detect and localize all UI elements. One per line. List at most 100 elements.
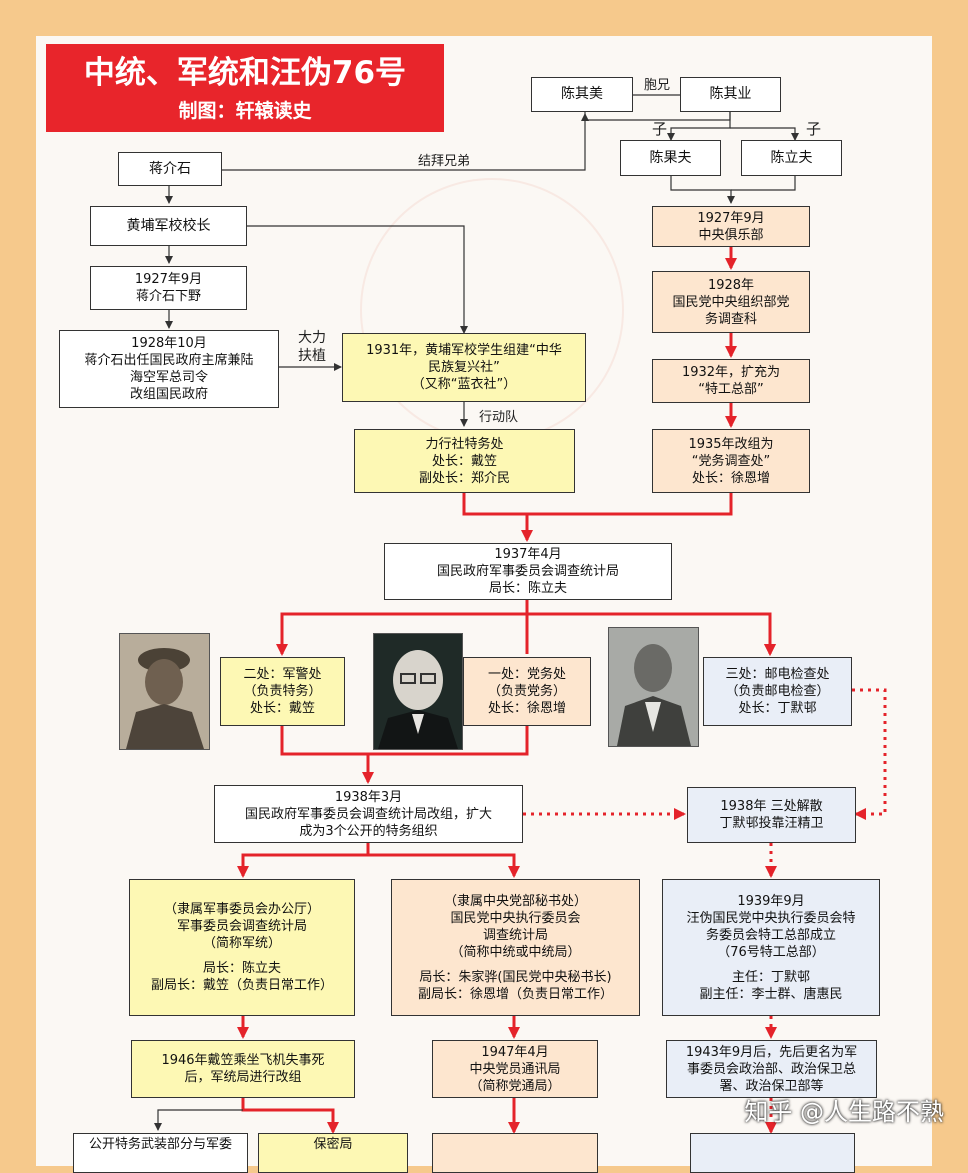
node-line: 力行社特务处 (425, 436, 504, 452)
node-line: 一处：党务处 (487, 667, 566, 682)
node-section-3: 三处：邮电检查处 （负责邮电检查） 处长：丁默邨 (703, 657, 852, 726)
node-line: 保密局 (313, 1137, 353, 1152)
node-line: 二处：军警处 (243, 667, 322, 682)
node-line: 副局长：徐恩增（负责日常工作） (417, 986, 613, 1002)
node-line: 军事委员会调查统计局 (176, 919, 307, 934)
node-line: 局长：朱家骅(国民党中央秘书长) (419, 969, 612, 985)
node-huangpu-principal: 黄埔军校校长 (90, 206, 247, 246)
node-bottom-baomiju-partial: 保密局 (258, 1133, 408, 1173)
node-juntong: （隶属军事委员会办公厅）军事委员会调查统计局（简称军统）局长：陈立夫副局长：戴笠… (129, 879, 355, 1016)
dali-label-2: 扶植 (298, 348, 326, 364)
node-line: “党务调查处” (691, 453, 771, 469)
node-bottom-blue-partial (690, 1133, 855, 1173)
son-label-left: 子 (652, 120, 668, 138)
node-line: 1927年9月 (134, 272, 203, 287)
node-line: 海空军总司令 (129, 370, 208, 385)
node-1928-chiang-chairman: 1928年10月蒋介石出任国民政府主席兼陆海空军总司令改组国民政府 (59, 330, 279, 408)
node-line: 副处长：郑介民 (418, 470, 510, 486)
seal-watermark (360, 178, 624, 442)
node-bottom-left-partial: 公开特务武装部分与军委 (73, 1133, 248, 1173)
node-line: （隶属中央党部秘书处） (443, 893, 587, 909)
xingdongdui-label: 行动队 (479, 410, 519, 425)
node-line: （隶属军事委员会办公厅） (163, 902, 320, 917)
node-1946-dai-li-death: 1946年戴笠乘坐飞机失事死后，军统局进行改组 (131, 1040, 355, 1098)
node-lixingshe-special: 力行社特务处处长：戴笠副处长：郑介民 (354, 429, 575, 493)
node-line: （负责邮电检查） (725, 684, 830, 699)
node-line: 后，军统局进行改组 (184, 1070, 302, 1085)
node-line: 民族复兴社” (428, 360, 500, 375)
node-line: 改组国民政府 (129, 387, 208, 402)
son-label-right: 子 (806, 120, 822, 138)
node-line: （简称中统或中统局） (450, 944, 581, 960)
source-watermark: 知乎 @人生路不熟 (744, 1098, 944, 1126)
node-1927-chiang-resign: 1927年9月蒋介石下野 (90, 266, 247, 310)
node-line: 成为3个公开的特务组织 (299, 823, 438, 839)
node-line: 处长：戴笠 (249, 701, 315, 716)
node-line: 国民政府军事委员会调查统计局 (436, 564, 619, 579)
node-line: 陈其美 (561, 86, 603, 102)
node-line: 1946年戴笠乘坐飞机失事死 (161, 1053, 325, 1068)
node-1939-76-headquarters: 1939年9月汪伪国民党中央执行委员会特务委员会特工总部成立（76号特工总部）主… (662, 879, 880, 1016)
node-line: 主任：丁默邨 (731, 969, 810, 985)
node-line: 中央党员通讯局 (469, 1061, 561, 1077)
node-1938-section3-dissolved: 1938年 三处解散丁默邨投靠汪精卫 (687, 787, 856, 843)
node-line: 中央俱乐部 (698, 227, 764, 243)
node-1947-dangtongju: 1947年4月中央党员通讯局（简称党通局） (432, 1040, 598, 1098)
node-chen-qiye: 陈其业 (680, 77, 781, 112)
node-chen-guofu: 陈果夫 (620, 140, 721, 176)
node-line: 1939年9月 (737, 893, 805, 909)
node-line: 蒋介石出任国民政府主席兼陆 (84, 353, 254, 368)
node-line: 蒋介石下野 (135, 289, 201, 304)
node-line: （简称党通局） (469, 1078, 561, 1094)
node-line: 1932年，扩充为 (681, 365, 781, 380)
node-line: 1937年4月 (494, 547, 562, 562)
node-line: 国民党中央执行委员会 (450, 910, 581, 926)
node-section-2: 二处：军警处（负责特务）处长：戴笠 (220, 657, 345, 726)
node-line: 1928年 (707, 277, 755, 293)
node-1928-investigation-section: 1928年国民党中央组织部党务调查科 (652, 271, 810, 333)
node-line: 三处：邮电检查处 (725, 667, 830, 682)
node-line: 局长：陈立夫 (488, 581, 567, 596)
node-line: （又称“蓝衣社”） (411, 377, 517, 392)
node-line: 1927年9月 (697, 210, 765, 226)
node-line: 蒋介石 (149, 160, 191, 177)
node-line: 1935年改组为 (688, 436, 774, 452)
node-1943-renamed: 1943年9月后，先后更名为军事委员会政治部、政治保卫总署、政治保卫部等 (666, 1040, 877, 1098)
node-line: 局长：陈立夫 (202, 961, 281, 976)
node-line: 公开特务武装部分与军委 (88, 1137, 232, 1152)
node-line: “特工总部” (698, 382, 764, 397)
node-1938-reorganization: 1938年3月国民政府军事委员会调查统计局改组，扩大成为3个公开的特务组织 (214, 785, 523, 843)
node-line: 丁默邨投靠汪精卫 (719, 816, 824, 831)
node-line: 国民党中央组织部党 (672, 294, 790, 310)
node-1935-dangwu: 1935年改组为“党务调查处”处长：徐恩增 (652, 429, 810, 493)
node-line: 陈立夫 (770, 149, 813, 166)
node-line: 署、政治保卫部等 (719, 1078, 824, 1094)
node-line: 1928年10月 (131, 336, 207, 351)
node-central-club: 1927年9月中央俱乐部 (652, 206, 810, 247)
node-1937-bureau: 1937年4月国民政府军事委员会调查统计局局长：陈立夫 (384, 543, 672, 600)
node-line: 处长：丁默邨 (738, 701, 817, 716)
node-line: 国民政府军事委员会调查统计局改组，扩大 (244, 806, 492, 822)
node-bottom-orange-partial (432, 1133, 598, 1173)
node-line: 处长：戴笠 (431, 453, 497, 469)
dali-label-1: 大力 (298, 330, 326, 346)
node-line: 务委员会特工总部成立 (705, 927, 836, 943)
photo-dai-li (119, 633, 210, 750)
node-line: 陈其业 (709, 86, 752, 102)
node-line: 务调查科 (704, 311, 757, 327)
node-line: 1931年，黄埔军校学生组建“中华 (366, 343, 562, 358)
node-chen-qimei: 陈其美 (531, 77, 633, 112)
node-line: 处长：徐恩增 (487, 701, 566, 716)
node-section-1: 一处：党务处（负责党务）处长：徐恩增 (463, 657, 591, 726)
node-line: 1938年 三处解散 (720, 799, 823, 814)
node-line: 副主任：李士群、唐惠民 (699, 986, 843, 1002)
page-subtitle: 制图：轩辕读史 (178, 100, 312, 122)
node-1931-fuxingshe: 1931年，黄埔军校学生组建“中华民族复兴社” （又称“蓝衣社”） (342, 333, 586, 402)
node-chen-lifu: 陈立夫 (741, 140, 842, 176)
jiebai-label: 结拜兄弟 (418, 154, 471, 169)
baoxiong-label: 胞兄 (644, 78, 671, 93)
node-line: 1938年3月 (334, 789, 403, 805)
node-line: 调查统计局 (482, 927, 548, 943)
node-line: 处长：徐恩增 (691, 470, 770, 486)
node-1932-tegong: 1932年，扩充为 “特工总部” (652, 359, 810, 403)
